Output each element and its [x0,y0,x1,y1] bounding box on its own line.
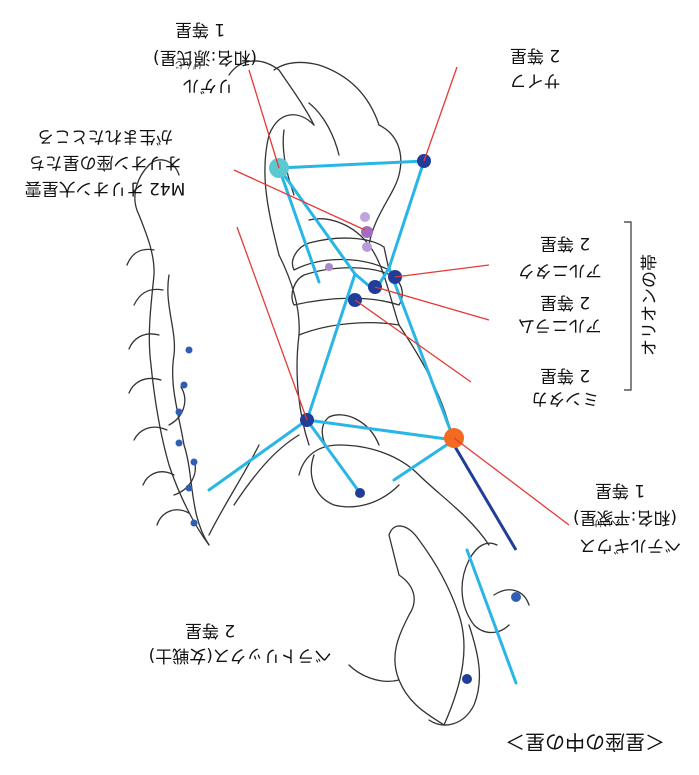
club-line [452,444,518,551]
rotated-figure [126,60,632,726]
betelgeuse-ruby: へいけ [593,517,620,528]
constellation-lines [207,159,518,685]
betelgeuse-magnitude: 1 等星 [595,480,645,500]
nebula-dot-3 [360,212,370,222]
stars [175,154,521,684]
alnilam-name: アルニラム [518,315,602,335]
bellatrix-magnitude: 2 等星 [185,620,235,640]
star-shield-3 [190,458,198,466]
rigel-ruby: げんじ [174,59,201,70]
star-hand [462,674,472,684]
star-head [355,488,365,498]
pointer-lines [233,66,570,526]
mintaka-magnitude: 2 等星 [540,365,590,385]
saiph-magnitude: 2 等星 [510,45,560,65]
mintaka-name: ミンタカ [531,388,599,408]
betelgeuse-name: ベテルギウス [579,535,681,555]
m42-line1: M42 オリオン大星雲 [25,178,186,198]
belt-label: オリオンの帯 [640,254,660,356]
star-arm [511,592,521,602]
betelgeuse-alias: (和名:平家星) [573,507,677,527]
star-shield-7 [185,346,193,354]
m42-line2: オリオン座の星たち [29,152,182,172]
star-sword [325,263,333,271]
nebula-dot-2 [361,226,373,238]
star-shield-6 [180,381,188,389]
rigel-alias: (和名:源氏星) [153,47,257,67]
star-shield-1 [190,519,198,527]
alnilam-magnitude: 2 等星 [540,292,590,312]
bellatrix-name: ベラトリックス(女戦士) [149,645,332,665]
rigel-name: リゲル [183,75,234,95]
labels: ＜星座の中の星＞ ベテルギウス へいけ (和名:平家星) 1 等星 リゲル げん… [25,19,681,754]
star-shield-2 [185,484,193,492]
belt-bracket [624,221,632,391]
nebula-dot-1 [362,242,372,252]
alnitak-name: アルニタク [518,260,603,280]
m42-nebula-stars [360,212,373,252]
rigel-magnitude: 1 等星 [175,19,225,39]
title: ＜星座の中の星＞ [505,730,665,754]
star-shield-5 [175,408,183,416]
saiph-name: サイフ [510,70,561,90]
star-shield-4 [175,439,183,447]
alnitak-magnitude: 2 等星 [540,233,590,253]
m42-line3: が生まれたところ [37,126,173,146]
